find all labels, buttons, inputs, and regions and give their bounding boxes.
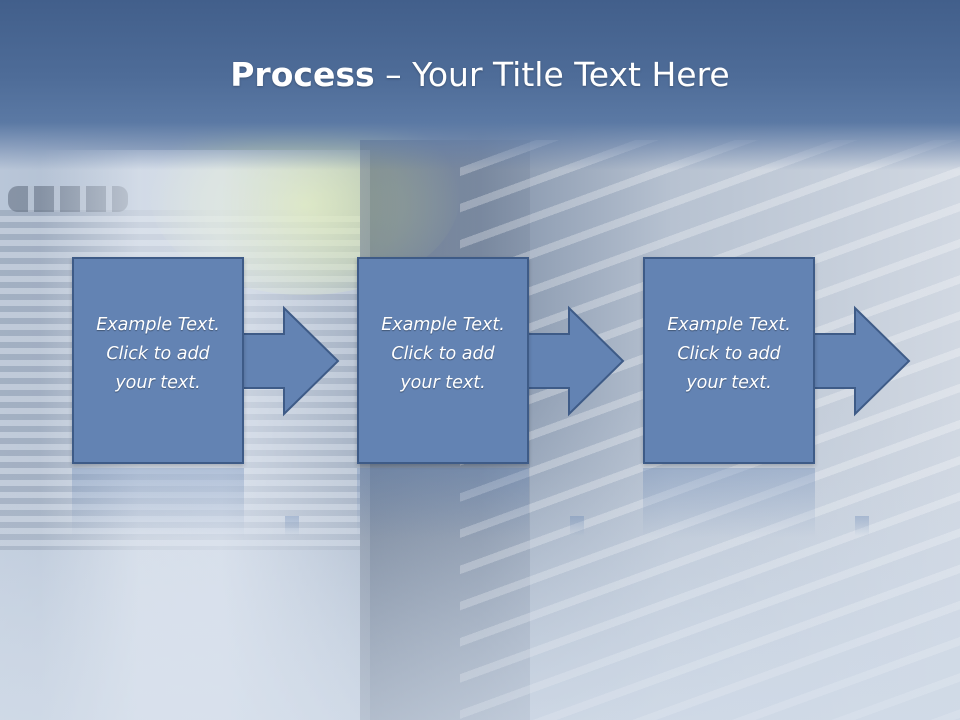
step-2-line-1: Example Text. [381, 315, 505, 335]
step-3-line-2: Click to add [677, 344, 781, 364]
step-1-reflection [72, 468, 244, 538]
step-1-line-3: your text. [115, 373, 201, 393]
arrow-1-reflection [285, 516, 299, 536]
step-2-text: Example Text. Click to add your text. [359, 311, 527, 398]
step-3-line-1: Example Text. [667, 315, 791, 335]
step-3-line-3: your text. [686, 373, 772, 393]
arrow-right-icon [520, 305, 625, 417]
title-rest: – Your Title Text Here [374, 55, 730, 94]
title-strong: Process [230, 55, 375, 94]
step-3-text: Example Text. Click to add your text. [645, 311, 813, 398]
arrow-right-icon [235, 305, 340, 417]
step-3-reflection [643, 468, 815, 538]
process-step-2[interactable]: Example Text. Click to add your text. [357, 257, 529, 464]
step-1-line-1: Example Text. [96, 315, 220, 335]
step-2-reflection [357, 468, 529, 538]
arrow-2-reflection [570, 516, 584, 536]
step-1-text: Example Text. Click to add your text. [74, 311, 242, 398]
step-2-line-3: your text. [400, 373, 486, 393]
arrow-3-reflection [855, 516, 869, 536]
arrow-right-icon [806, 305, 911, 417]
step-2-line-2: Click to add [391, 344, 495, 364]
background-fade [0, 470, 960, 720]
step-1-line-2: Click to add [106, 344, 210, 364]
process-step-3[interactable]: Example Text. Click to add your text. [643, 257, 815, 464]
process-step-1[interactable]: Example Text. Click to add your text. [72, 257, 244, 464]
title-band [0, 0, 960, 170]
slide-title[interactable]: Process – Your Title Text Here [0, 52, 960, 98]
